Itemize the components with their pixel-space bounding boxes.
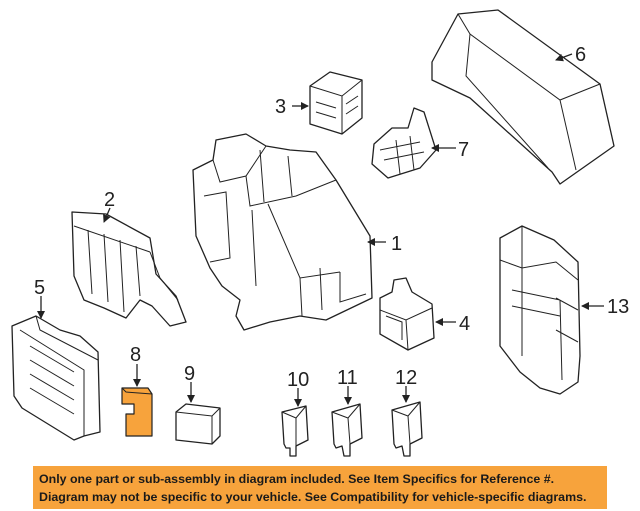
- callout-7: 7: [458, 139, 469, 161]
- notice-banner: Only one part or sub-assembly in diagram…: [33, 466, 607, 509]
- part-13-module: [499, 225, 581, 395]
- part-10-relay: [281, 405, 309, 457]
- part-9-block: [175, 403, 221, 445]
- part-12-relay: [391, 401, 423, 457]
- callout-5: 5: [34, 277, 45, 299]
- part-4-relay-bracket: [379, 277, 435, 351]
- part-8-fuse: [121, 387, 153, 437]
- callout-10: 10: [287, 369, 309, 391]
- leader-lines: [37, 53, 604, 407]
- callout-4: 4: [459, 313, 470, 335]
- notice-line-2: Diagram may not be specific to your vehi…: [39, 490, 587, 504]
- callout-8: 8: [130, 344, 141, 366]
- callout-13: 13: [607, 296, 629, 318]
- part-2-fuse-holder: [71, 211, 187, 327]
- part-6-cover: [431, 9, 615, 185]
- callout-1: 1: [391, 233, 402, 255]
- callout-3: 3: [275, 96, 286, 118]
- callout-2: 2: [104, 189, 115, 211]
- callout-12: 12: [395, 367, 417, 389]
- notice-line-1: Only one part or sub-assembly in diagram…: [39, 472, 555, 486]
- callout-11: 11: [337, 367, 358, 389]
- callout-6: 6: [575, 44, 586, 66]
- part-1-housing: [192, 133, 373, 331]
- part-5-side-panel: [11, 315, 101, 441]
- part-7-bracket: [371, 107, 437, 179]
- part-3-relay-block: [309, 71, 363, 135]
- callout-9: 9: [184, 363, 195, 385]
- part-11-relay: [331, 403, 363, 457]
